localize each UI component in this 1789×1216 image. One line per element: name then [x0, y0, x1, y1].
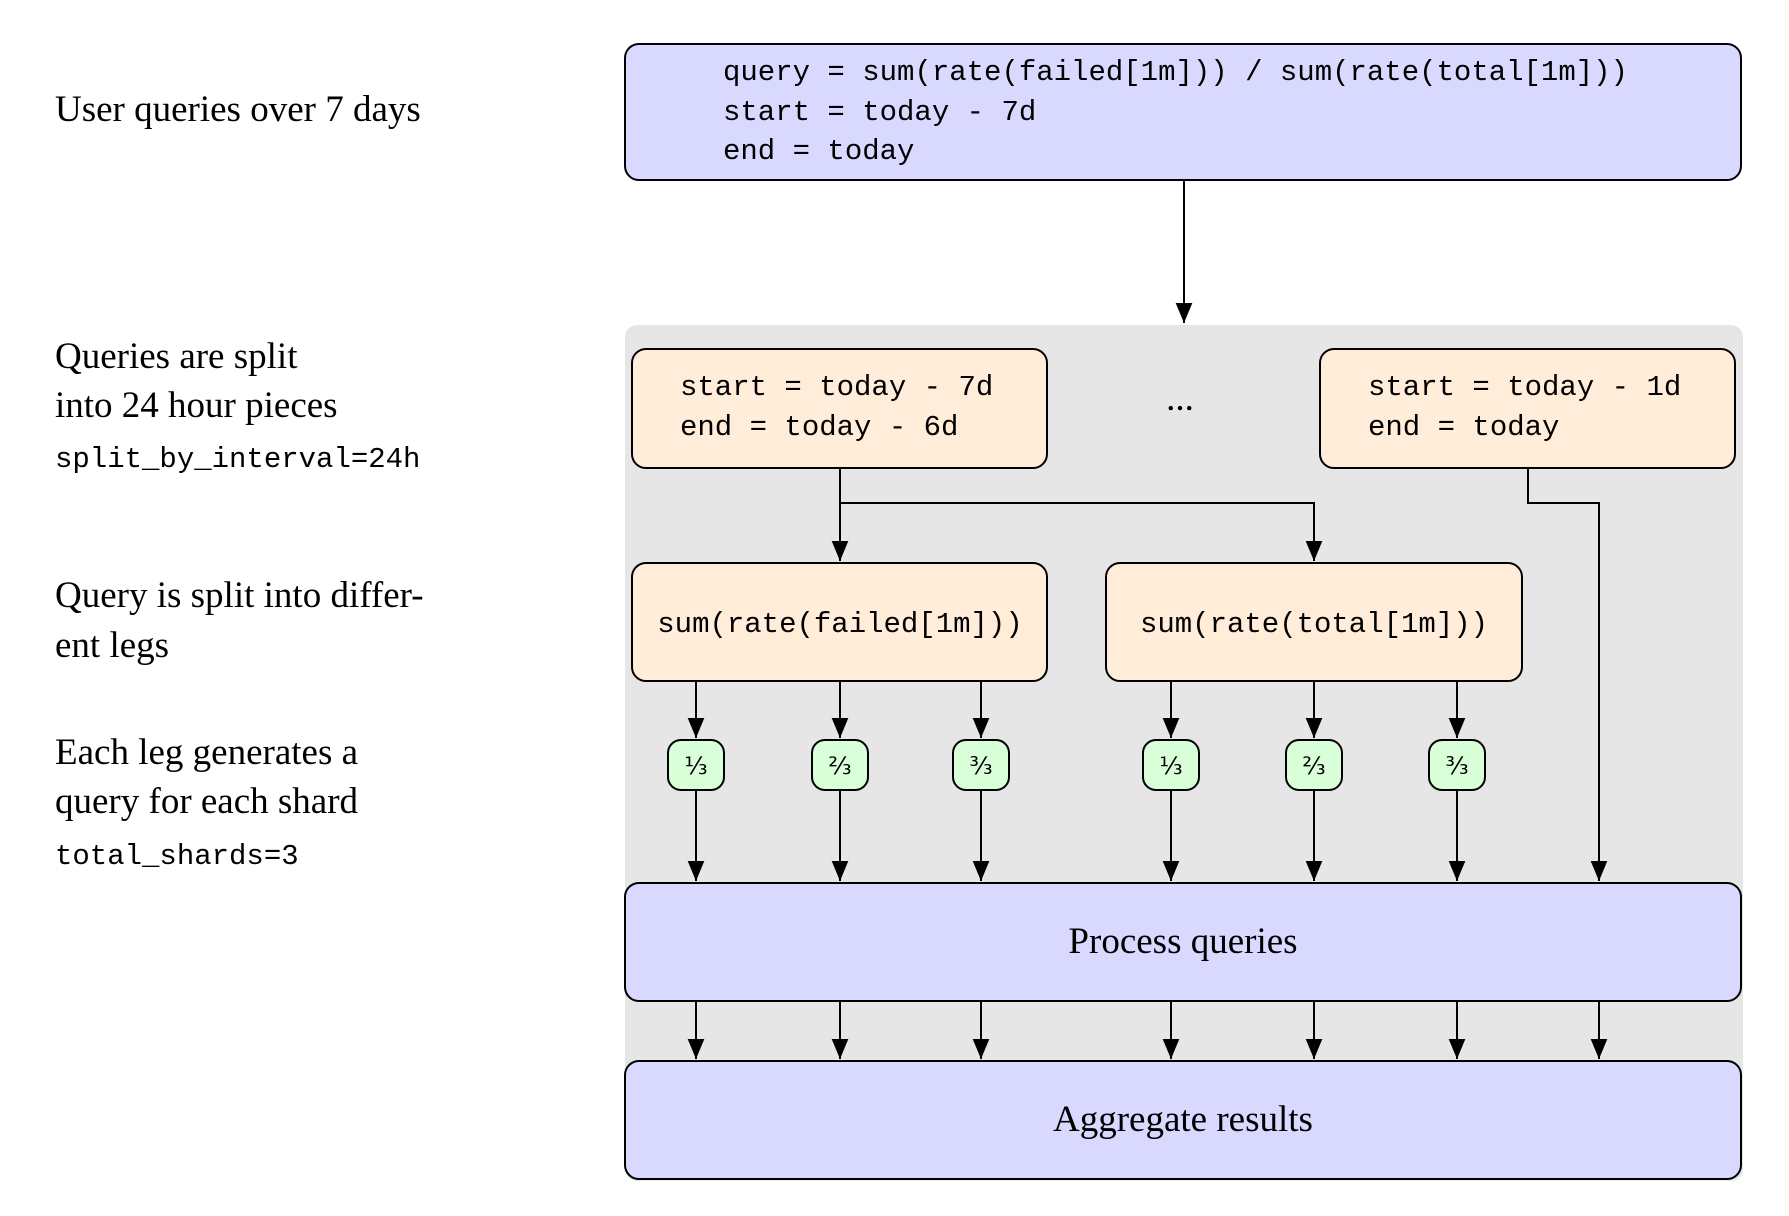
label-shards-param: total_shards=3 [55, 840, 299, 873]
shard-label: ⅔ [828, 752, 851, 780]
interval-first-end: end = today - 6d [680, 411, 958, 444]
shard-label: ⅓ [1159, 752, 1182, 780]
arrow-to-leg-total [840, 502, 1323, 561]
shard-label: ⅔ [1302, 752, 1325, 780]
label-split-interval-2: into 24 hour pieces [55, 385, 338, 426]
label-split-legs-2: ent legs [55, 625, 169, 666]
label-split-interval-1: Queries are split [55, 336, 298, 377]
process-text: Process queries [1068, 921, 1297, 962]
interval-box-last [1319, 348, 1736, 469]
label-shards-1: Each leg generates a [55, 732, 358, 773]
interval-first-start: start = today - 7d [680, 371, 993, 404]
arrow-last-interval-to-process [1527, 468, 1608, 881]
query-start-line: start = today - 7d [723, 96, 1036, 129]
leg-total-text: sum(rate(total[1m])) [1140, 608, 1488, 641]
interval-last-start: start = today - 1d [1368, 371, 1681, 404]
label-user-query: User queries over 7 days [55, 89, 421, 130]
shards-group: ⅓ ⅔ ³⁄₃ ⅓ ⅔ ³⁄₃ [667, 681, 1486, 881]
shard-label: ⅓ [684, 752, 707, 780]
interval-last-end: end = today [1368, 411, 1559, 444]
query-end-line: end = today [723, 135, 914, 168]
process-box [624, 882, 1742, 1002]
label-split-interval-param: split_by_interval=24h [55, 443, 420, 476]
process-to-aggregate-arrows [687, 1001, 1608, 1059]
shard-label: ³⁄₃ [969, 752, 992, 780]
label-shards-2: query for each shard [55, 781, 359, 822]
label-split-legs-1: Query is split into differ- [55, 575, 424, 616]
query-line: query = sum(rate(failed[1m])) / sum(rate… [723, 56, 1628, 89]
leg-failed-text: sum(rate(failed[1m])) [657, 608, 1022, 641]
shard-label: ³⁄₃ [1445, 752, 1468, 780]
aggregate-box [624, 1060, 1742, 1180]
aggregate-text: Aggregate results [1053, 1099, 1313, 1140]
interval-box-first [631, 348, 1048, 469]
ellipsis: ... [1166, 378, 1194, 419]
